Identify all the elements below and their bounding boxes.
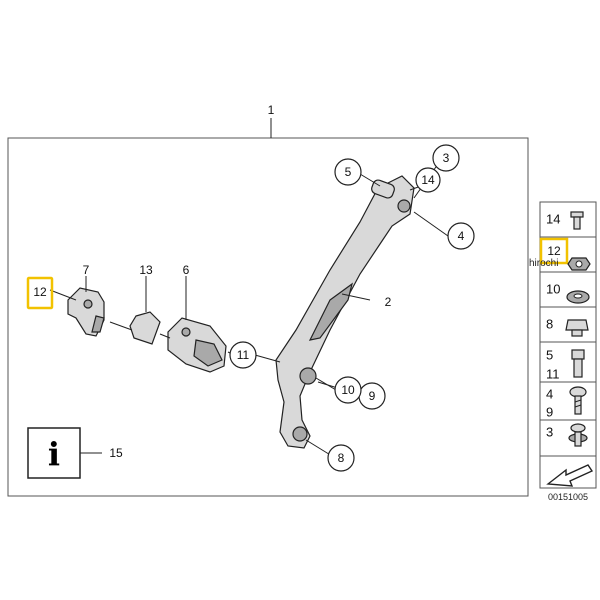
- callout-15[interactable]: 15: [109, 446, 123, 460]
- callout-13[interactable]: 13: [139, 263, 153, 277]
- legend-item-14[interactable]: 14: [546, 211, 584, 230]
- legend-item-5-11[interactable]: 5 11: [546, 348, 585, 382]
- svg-text:13: 13: [139, 263, 153, 277]
- legend-item-8[interactable]: 8: [546, 317, 589, 337]
- svg-text:2: 2: [385, 295, 392, 309]
- assembly-number: 1: [268, 103, 275, 117]
- svg-text:11: 11: [546, 367, 560, 382]
- part-13-pad[interactable]: [129, 311, 161, 345]
- callout-12[interactable]: 12: [26, 276, 54, 310]
- svg-text:8: 8: [546, 317, 553, 332]
- callout-2[interactable]: 2: [385, 295, 392, 309]
- callout-8[interactable]: 8: [327, 444, 355, 472]
- callout-9[interactable]: 9: [358, 382, 386, 410]
- legend-item-3[interactable]: 3: [546, 423, 588, 447]
- info-box[interactable]: i: [27, 427, 81, 479]
- callout-10[interactable]: 10: [334, 376, 362, 404]
- svg-text:10: 10: [341, 383, 355, 397]
- hardware-legend: 14 12 hirochi 10 8 5 11: [529, 201, 597, 489]
- svg-text:8: 8: [338, 451, 345, 465]
- svg-text:10: 10: [546, 282, 560, 297]
- svg-text:4: 4: [458, 229, 465, 243]
- legend-item-12[interactable]: 12 hirochi: [529, 237, 591, 271]
- svg-text:15: 15: [109, 446, 123, 460]
- info-icon: i: [48, 435, 60, 473]
- svg-text:7: 7: [83, 263, 90, 277]
- legend-item-4-9[interactable]: 4 9: [546, 386, 587, 420]
- svg-text:3: 3: [443, 151, 450, 165]
- svg-text:4: 4: [546, 387, 553, 402]
- legend-item-10[interactable]: 10: [546, 282, 590, 304]
- svg-text:9: 9: [546, 405, 553, 420]
- svg-text:9: 9: [369, 389, 376, 403]
- svg-text:12: 12: [33, 285, 47, 299]
- callout-7[interactable]: 7: [83, 263, 90, 277]
- svg-text:12: 12: [547, 244, 561, 258]
- callout-3[interactable]: 3: [432, 144, 460, 172]
- svg-text:14: 14: [546, 212, 560, 227]
- part-6-block[interactable]: [167, 317, 227, 373]
- callout-6[interactable]: 6: [183, 263, 190, 277]
- drawing-number: 00151005: [548, 492, 588, 502]
- callout-14[interactable]: 14: [415, 167, 441, 193]
- callout-5[interactable]: 5: [334, 158, 362, 186]
- svg-text:3: 3: [546, 425, 553, 440]
- callout-4[interactable]: 4: [447, 222, 475, 250]
- part-7-clamp[interactable]: [67, 287, 105, 337]
- svg-text:6: 6: [183, 263, 190, 277]
- svg-text:11: 11: [237, 348, 250, 362]
- page-arrow-icon[interactable]: [546, 464, 594, 487]
- watermark-text: hirochi: [529, 258, 558, 269]
- svg-text:5: 5: [345, 165, 352, 179]
- svg-text:14: 14: [421, 173, 435, 187]
- svg-text:5: 5: [546, 348, 553, 363]
- callout-11[interactable]: 11: [229, 341, 257, 369]
